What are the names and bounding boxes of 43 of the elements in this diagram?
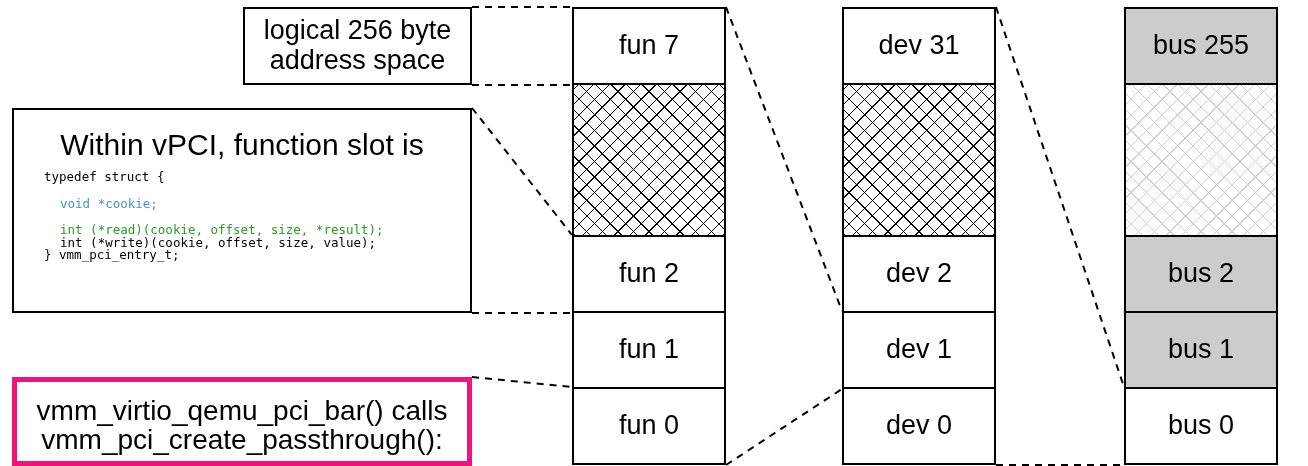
- code-line: void *cookie;: [60, 197, 158, 210]
- label: dev 31: [878, 31, 960, 61]
- dashed-connector: [471, 107, 573, 314]
- memory-slot: [842, 235, 996, 313]
- hatched-region: [572, 83, 726, 237]
- dashed-connector: [725, 388, 843, 466]
- label: dev 1: [885, 335, 953, 365]
- label: bus 1: [1167, 335, 1235, 365]
- label: fun 2: [618, 259, 680, 289]
- dashed-connector: [471, 6, 573, 86]
- dashed-connector: [471, 376, 573, 388]
- label: fun 1: [618, 335, 680, 365]
- label: fun 7: [618, 31, 680, 61]
- highlight-box: [12, 377, 472, 466]
- memory-slot: [842, 387, 996, 465]
- code-line: int (*read)(cookie, offset, size, *result);: [60, 224, 384, 237]
- label: bus 255: [1152, 31, 1250, 61]
- label: vmm_virtio_qemu_pci_bar() calls vmm_pci_create_passthrough():: [35, 396, 449, 455]
- memory-slot: [1124, 311, 1278, 389]
- text-box: [12, 108, 472, 313]
- label: bus 0: [1167, 411, 1235, 441]
- hatched-region: [1124, 83, 1278, 237]
- dashed-connector: [725, 6, 843, 312]
- memory-slot: [842, 7, 996, 85]
- text-box: [243, 7, 472, 85]
- memory-slot: [1124, 7, 1278, 85]
- label: logical 256 byte address space: [262, 16, 453, 76]
- memory-slot: [572, 387, 726, 465]
- code-line: typedef struct {: [44, 171, 165, 184]
- memory-slot: [1124, 387, 1278, 465]
- memory-slot: [572, 311, 726, 389]
- code-line: } vmm_pci_entry_t;: [44, 249, 180, 262]
- heading: Within vPCI, function slot is: [60, 128, 424, 161]
- code-line: int (*write)(cookie, offset, size, value);: [60, 236, 377, 249]
- hatched-region: [842, 83, 996, 237]
- memory-slot: [572, 235, 726, 313]
- memory-slot: [572, 7, 726, 85]
- label: bus 2: [1167, 259, 1235, 289]
- memory-slot: [1124, 235, 1278, 313]
- label: fun 0: [618, 411, 680, 441]
- label: dev 2: [885, 259, 953, 289]
- memory-slot: [842, 311, 996, 389]
- label: dev 0: [885, 411, 953, 441]
